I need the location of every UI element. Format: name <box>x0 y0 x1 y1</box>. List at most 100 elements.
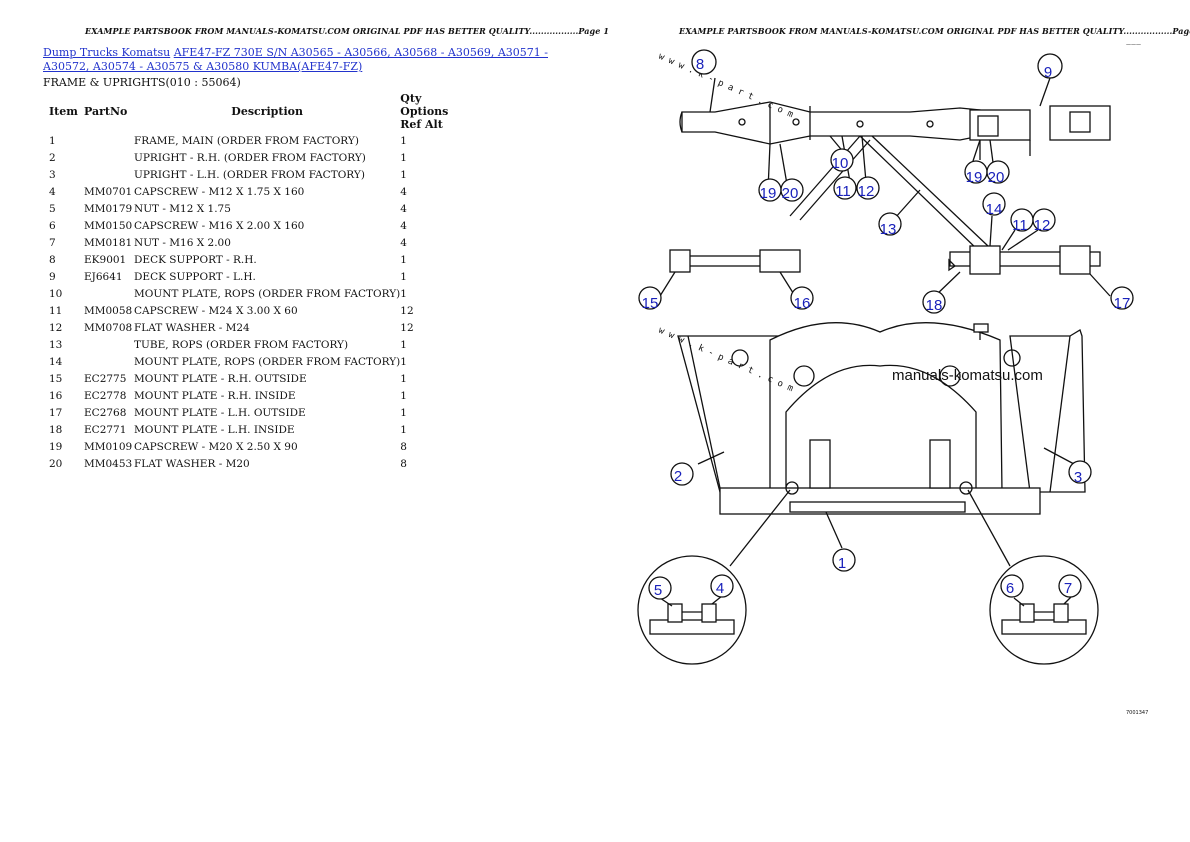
svg-text:15: 15 <box>642 295 659 312</box>
svg-text:12: 12 <box>1034 217 1051 234</box>
callout-17: 17 <box>1110 286 1134 312</box>
row-partno <box>84 149 134 166</box>
row-partno: MM0708 <box>84 321 133 334</box>
svg-text:9: 9 <box>1044 64 1052 81</box>
table-row: 1 FRAME, MAIN (ORDER FROM FACTORY) 1 <box>43 132 448 149</box>
row-qty: 4 <box>400 219 407 232</box>
row-item: 19 <box>49 440 63 453</box>
callout-3: 3 <box>1068 460 1092 486</box>
row-item: 2 <box>49 151 56 164</box>
callout-12: 12 <box>856 176 880 200</box>
callout-2: 2 <box>670 462 694 486</box>
col-partno: PartNo <box>84 105 128 118</box>
row-partno: EK9001 <box>84 253 127 266</box>
row-partno <box>84 132 134 149</box>
row-qty: 1 <box>400 338 407 351</box>
callout-10: 10 <box>830 148 854 172</box>
col-description: Description <box>231 105 303 118</box>
svg-text:16: 16 <box>794 295 811 312</box>
row-partno <box>84 336 134 353</box>
row-qty: 1 <box>400 134 407 147</box>
row-partno: EC2778 <box>84 389 127 402</box>
svg-text:10: 10 <box>832 155 849 172</box>
parts-diagram: w w w . k - p a r t . c o m w w w . k - … <box>637 42 1148 716</box>
row-qty: 1 <box>400 287 407 300</box>
row-qty: 1 <box>400 423 407 436</box>
row-description: UPRIGHT - R.H. (ORDER FROM FACTORY) <box>134 151 366 164</box>
row-description: MOUNT PLATE, ROPS (ORDER FROM FACTORY) <box>134 287 401 300</box>
svg-text:19: 19 <box>760 185 777 202</box>
row-qty: 1 <box>400 253 407 266</box>
row-item: 18 <box>49 423 63 436</box>
row-partno: MM0109 <box>84 440 133 453</box>
row-qty: 1 <box>400 168 407 181</box>
svg-text:17: 17 <box>1114 295 1131 312</box>
svg-text:18: 18 <box>926 297 943 314</box>
callout-1: 1 <box>832 548 856 572</box>
callout-15: 15 <box>638 286 662 312</box>
svg-text:19: 19 <box>966 169 983 186</box>
table-header-row: Item PartNo Description Qty Options Ref … <box>43 91 448 132</box>
row-item: 7 <box>49 236 56 249</box>
row-item: 5 <box>49 202 56 215</box>
parts-table: Item PartNo Description Qty Options Ref … <box>43 91 448 472</box>
row-item: 12 <box>49 321 63 334</box>
row-partno: EC2768 <box>84 406 127 419</box>
svg-text:1: 1 <box>838 555 846 572</box>
callout-9: 9 <box>1037 53 1063 81</box>
row-description: FLAT WASHER - M20 <box>134 457 250 470</box>
row-item: 20 <box>49 457 63 470</box>
row-partno: MM0453 <box>84 457 133 470</box>
row-qty: 1 <box>400 151 407 164</box>
row-qty: 1 <box>400 406 407 419</box>
table-row: 15 EC2775 MOUNT PLATE - R.H. OUTSIDE 1 <box>43 370 448 387</box>
row-item: 8 <box>49 253 56 266</box>
drawing-code: 7001347 <box>1126 710 1148 716</box>
category-link[interactable]: Dump Trucks Komatsu <box>43 46 171 59</box>
row-description: FRAME, MAIN (ORDER FROM FACTORY) <box>134 134 359 147</box>
callout-6: 6 <box>1000 574 1024 598</box>
row-partno <box>84 285 134 302</box>
row-item: 10 <box>49 287 63 300</box>
row-description: MOUNT PLATE - R.H. OUTSIDE <box>134 372 307 385</box>
row-qty: 12 <box>400 304 414 317</box>
callout-5: 5 <box>648 576 672 600</box>
row-item: 13 <box>49 338 63 351</box>
row-qty: 1 <box>400 372 407 385</box>
callout-19: 19 <box>758 178 782 202</box>
svg-text:5: 5 <box>654 582 662 599</box>
row-qty: 4 <box>400 202 407 215</box>
svg-text:8: 8 <box>696 56 704 73</box>
callout-7: 7 <box>1058 574 1082 598</box>
row-description: CAPSCREW - M16 X 2.00 X 160 <box>134 219 305 232</box>
row-item: 1 <box>49 134 56 147</box>
svg-text:6: 6 <box>1006 580 1014 597</box>
row-qty: 8 <box>400 457 407 470</box>
callout-12: 12 <box>1032 208 1056 234</box>
svg-text:20: 20 <box>988 169 1005 186</box>
row-partno <box>84 166 134 183</box>
svg-text:13: 13 <box>880 221 897 238</box>
row-description: CAPSCREW - M20 X 2.50 X 90 <box>134 440 298 453</box>
frame-uprights-assembly <box>677 322 1086 567</box>
svg-text:2: 2 <box>674 468 682 485</box>
row-item: 15 <box>49 372 63 385</box>
table-row: 2 UPRIGHT - R.H. (ORDER FROM FACTORY) 1 <box>43 149 448 166</box>
row-description: CAPSCREW - M24 X 3.00 X 60 <box>134 304 298 317</box>
svg-text:14: 14 <box>986 201 1003 218</box>
callout-14: 14 <box>982 192 1006 218</box>
svg-text:20: 20 <box>782 185 799 202</box>
row-item: 9 <box>49 270 56 283</box>
row-description: FLAT WASHER - M24 <box>134 321 250 334</box>
model-link[interactable]: AFE47-FZ 730E S/N A30565 - A30566, A3056… <box>43 46 548 73</box>
row-partno: EC2775 <box>84 372 127 385</box>
